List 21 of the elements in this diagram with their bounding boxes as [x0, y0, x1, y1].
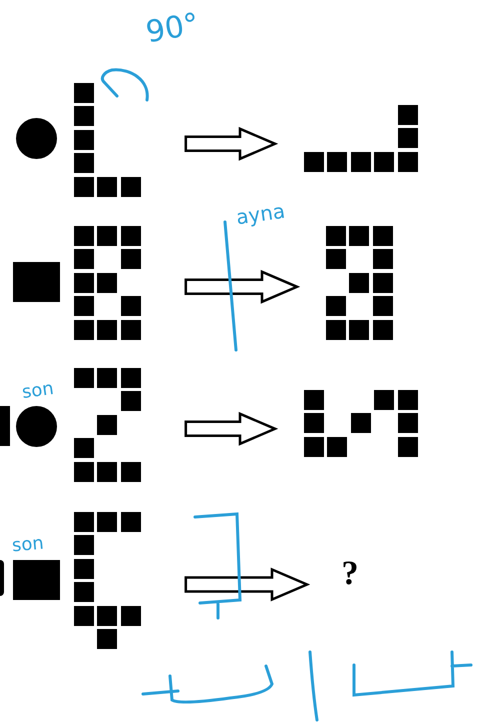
block-arrow [184, 270, 300, 304]
pixel-grid-drawing [304, 105, 418, 172]
annotation-text: 90° [144, 10, 202, 48]
pixel-grid-drawing [74, 226, 141, 340]
question-mark: ? [336, 556, 364, 592]
block-arrow [184, 126, 278, 161]
circle-shape [16, 118, 57, 159]
square-shape [13, 560, 60, 600]
block-arrow [184, 412, 278, 446]
pixel-grid-drawing [74, 368, 141, 482]
square-shape [13, 262, 60, 302]
annotation-text: ayna [234, 200, 286, 228]
pixel-grid-drawing [304, 390, 418, 457]
block-arrow [184, 568, 310, 602]
annotation-text: son [11, 534, 45, 556]
square-shape [0, 406, 10, 446]
annotation-text: son [20, 380, 55, 402]
pixel-grid-drawing [74, 512, 141, 649]
pixel-grid-drawing [326, 226, 393, 340]
circle-shape [16, 406, 57, 447]
pixel-grid-drawing [74, 83, 141, 197]
